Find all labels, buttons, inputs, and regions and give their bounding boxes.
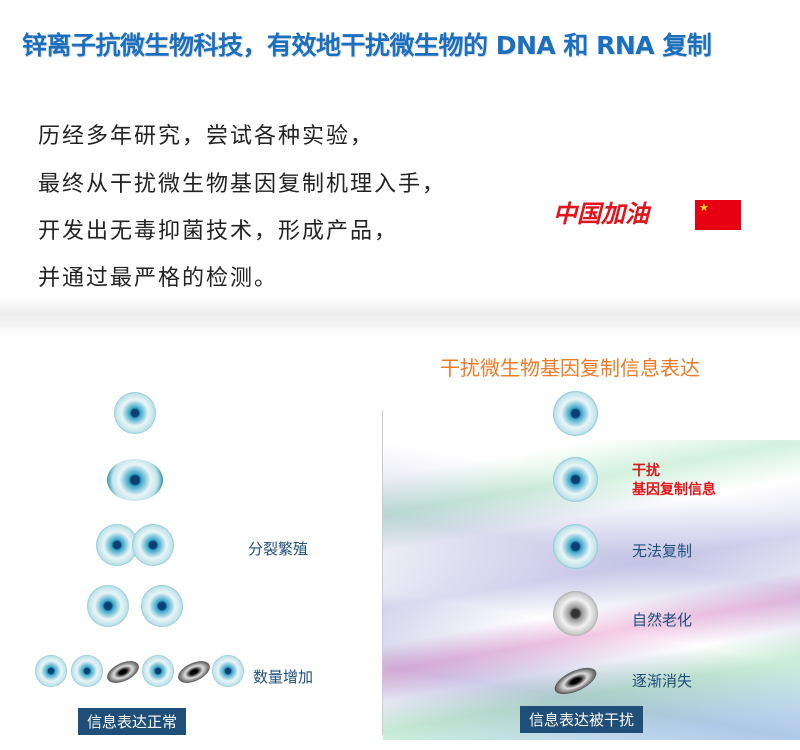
label-interfere: 干扰 基因复制信息 <box>632 462 716 500</box>
divider-band <box>0 298 800 338</box>
cell-icon <box>96 524 138 566</box>
label-aging: 自然老化 <box>632 611 693 629</box>
badge-interfered: 信息表达被干扰 <box>520 706 644 733</box>
cell-icon <box>553 524 598 569</box>
cell-icon <box>35 655 67 687</box>
cell-icon <box>553 457 598 502</box>
paragraph-line: 并通过最严格的检测。 <box>38 266 279 291</box>
label-increase: 数量增加 <box>253 668 314 686</box>
paragraph-line: 开发出无毒抑菌技术，形成产品， <box>38 219 399 244</box>
right-title: 干扰微生物基因复制信息表达 <box>440 356 700 380</box>
divider-line <box>382 410 383 735</box>
label-interfere-line1: 干扰 <box>632 463 660 479</box>
dead-cell-icon <box>174 656 214 688</box>
dead-cell-icon <box>103 656 143 688</box>
cell-icon <box>114 392 156 434</box>
aging-cell-icon <box>553 591 598 636</box>
china-flag-icon: ★ <box>695 200 741 230</box>
page-title: 锌离子抗微生物科技，有效地干扰微生物的 DNA 和 RNA 复制 <box>22 31 712 60</box>
cell-icon <box>212 655 244 687</box>
label-no-copy: 无法复制 <box>632 542 693 560</box>
cell-icon <box>132 524 174 566</box>
paragraph-line: 历经多年研究，尝试各种实验， <box>38 124 375 149</box>
cell-icon <box>553 391 598 436</box>
label-vanish: 逐渐消失 <box>632 672 693 690</box>
badge-normal: 信息表达正常 <box>78 708 187 735</box>
cell-icon <box>71 655 103 687</box>
slogan: 中国加油 <box>553 199 649 228</box>
label-interfere-line2: 基因复制信息 <box>632 482 716 498</box>
cell-icon <box>141 585 183 627</box>
cell-icon <box>87 585 129 627</box>
cell-icon <box>142 655 174 687</box>
cell-dividing-icon <box>107 459 163 501</box>
paragraph-line: 最终从干扰微生物基因复制机理入手， <box>38 172 447 197</box>
label-divide: 分裂繁殖 <box>248 540 309 558</box>
